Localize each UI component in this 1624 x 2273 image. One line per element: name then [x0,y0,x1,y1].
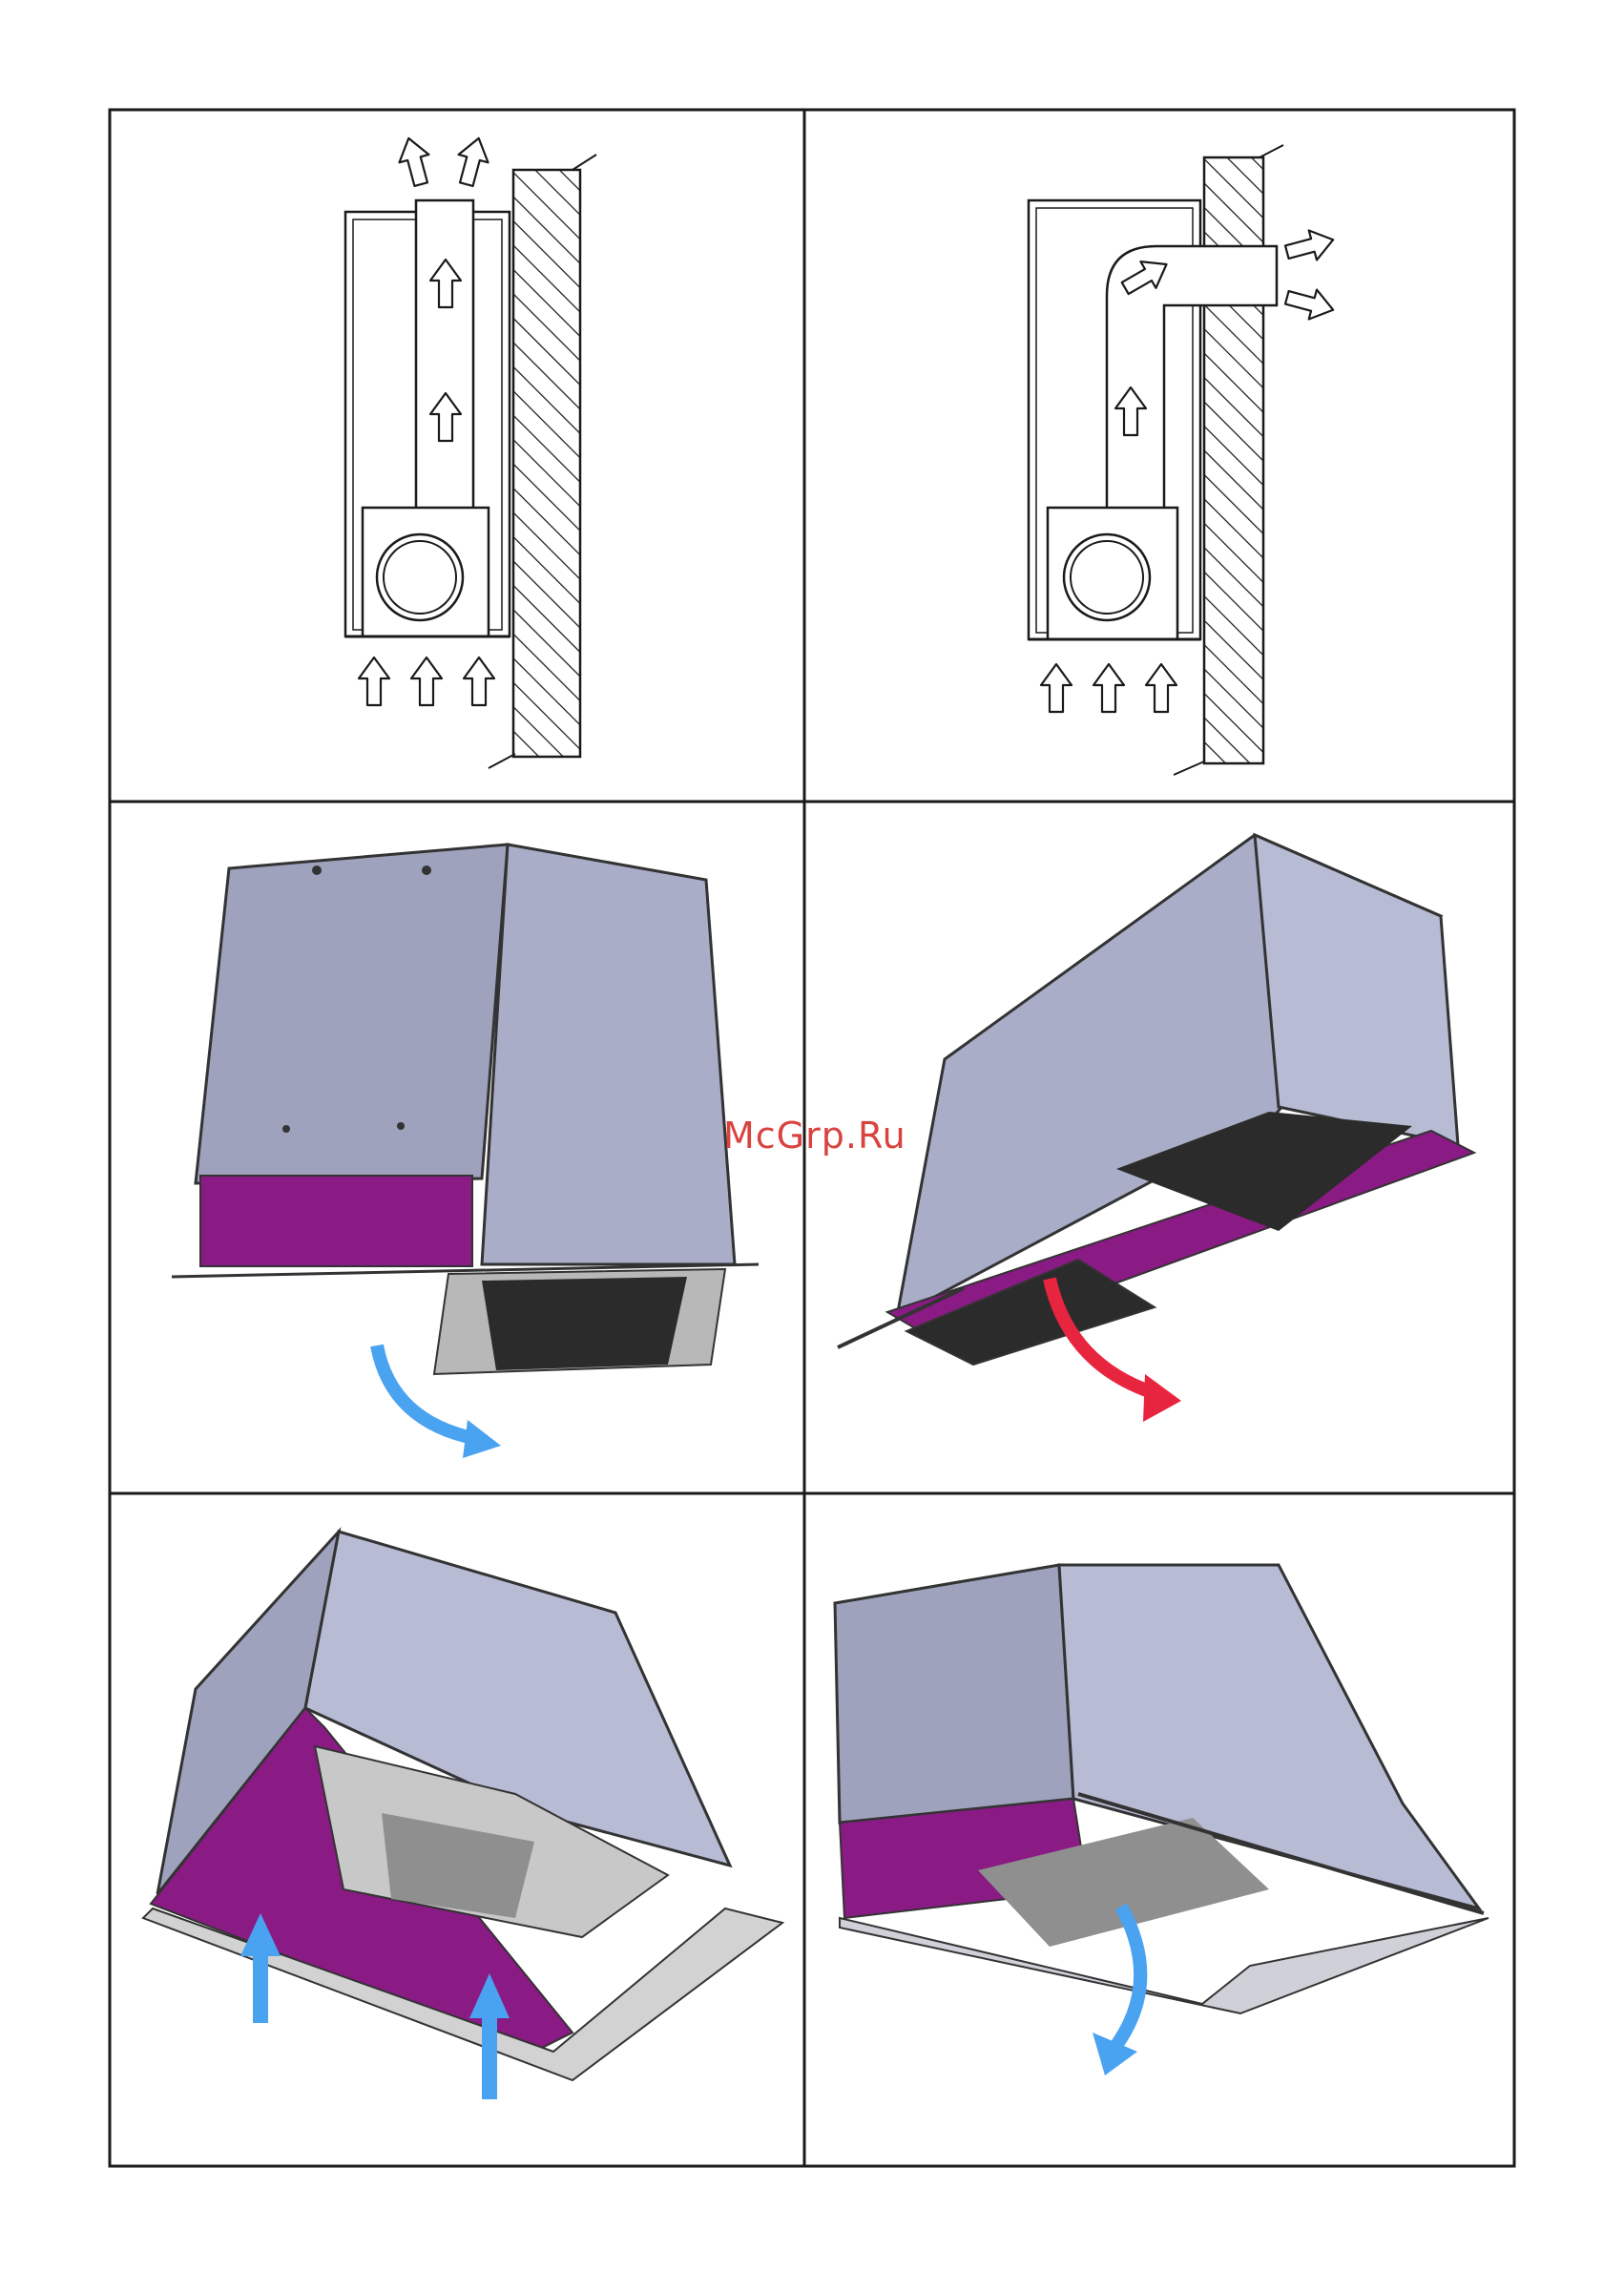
wall-hatched [513,170,580,757]
fan-circle [377,534,463,620]
housing-right-face [482,845,735,1264]
duct-pipe [416,200,473,511]
panel-close [835,1565,1489,2075]
airflow-arrow-icon [1283,225,1338,267]
panel-duct-horizontal [1029,145,1337,775]
panel-duct-vertical [345,135,596,768]
airflow-arrow-icon [1093,664,1124,712]
panel-filter-insert [143,1532,782,2099]
housing-right-face [1255,835,1458,1145]
purple-panel [200,1176,472,1266]
airflow-arrow-icon [394,135,436,189]
panel-front-open [172,845,759,1458]
airflow-arrow-icon [451,135,493,189]
airflow-arrow-icon [1041,664,1072,712]
airflow-arrow-icon [1283,282,1338,324]
housing-left-face [196,845,508,1183]
airflow-arrow-icon [411,657,442,705]
airflow-arrow-icon [464,657,494,705]
panel-filter-remove [838,835,1474,1422]
airflow-arrow-icon [1146,664,1176,712]
base-tray [840,1918,1489,2013]
fan-circle [1064,534,1150,620]
airflow-arrow-icon [359,657,389,705]
housing-left-face [835,1565,1073,1823]
